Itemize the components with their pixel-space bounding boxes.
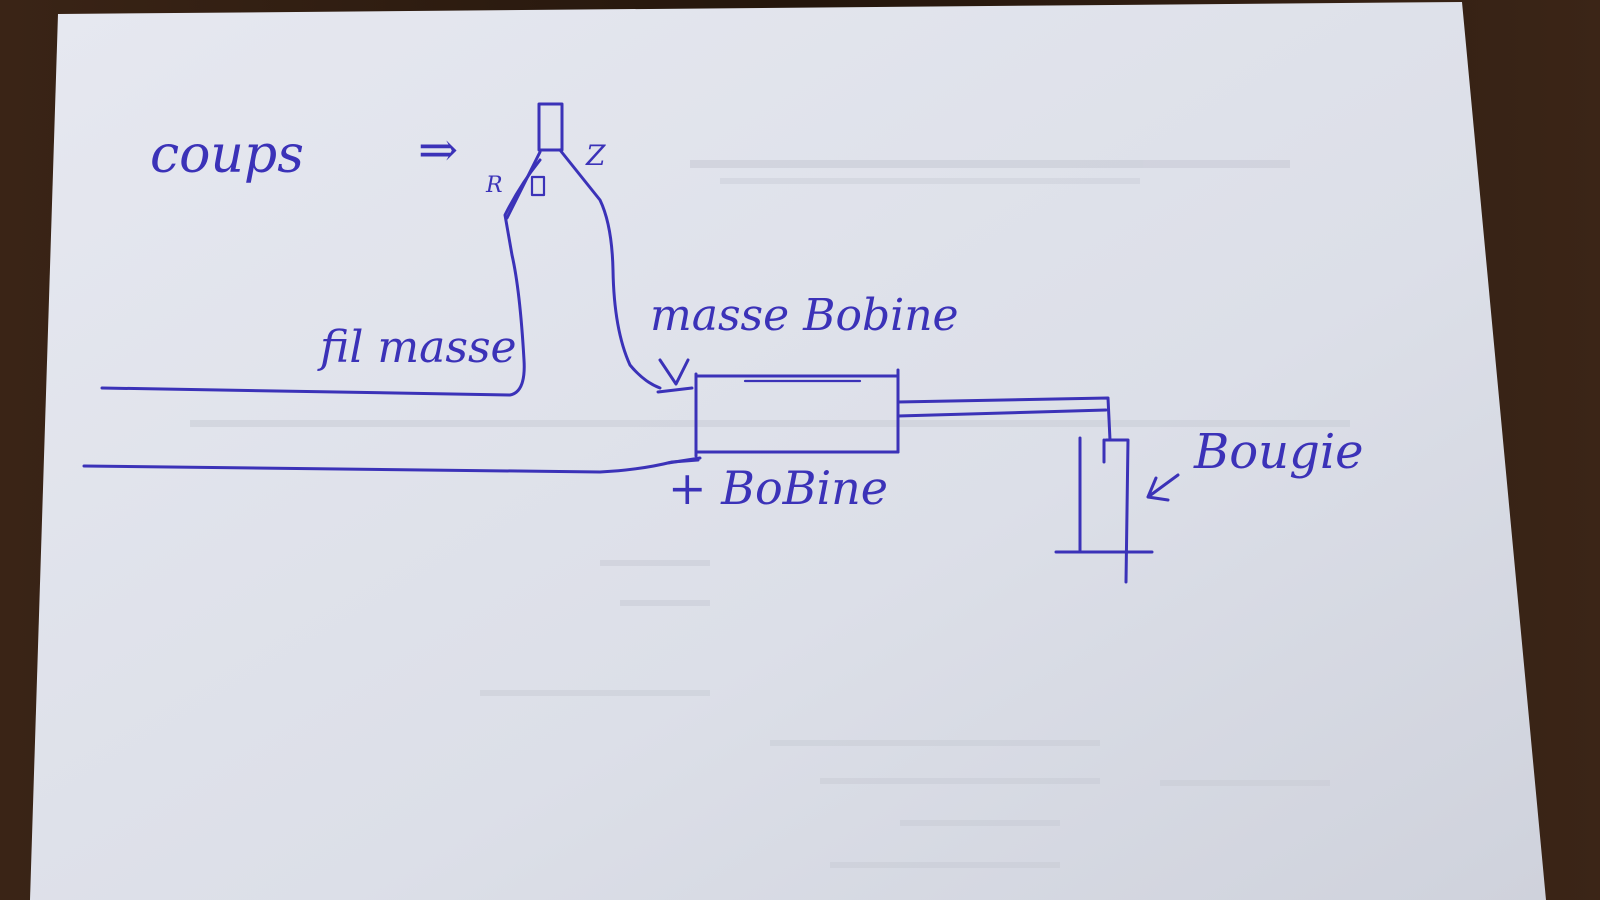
label-coups-arrow: ⇒ — [418, 122, 458, 178]
terminal-switch — [505, 102, 662, 390]
bleed-through-text — [190, 160, 1350, 868]
bougie-arrow — [1146, 473, 1180, 502]
label-fil-masse: fil masse — [317, 322, 517, 373]
terminal-right-edge — [558, 148, 662, 390]
ht-lead-top — [896, 396, 1112, 442]
terminal-cap — [537, 102, 564, 152]
ht-lead-bottom — [896, 408, 1108, 418]
label-terminal-r: R — [485, 173, 503, 198]
plug-right-side — [1104, 438, 1130, 584]
label-terminal-z: Z — [585, 139, 606, 172]
plus-terminal-mark — [666, 456, 702, 465]
ground-wire — [100, 158, 542, 397]
label-bougie: Bougie — [1193, 424, 1364, 480]
spark-plug — [1054, 436, 1154, 584]
terminal-left-edge — [505, 150, 542, 220]
label-plus-bobine: + BoBine — [668, 461, 888, 515]
label-coups: coups — [150, 125, 304, 185]
masse-bobine-arrow — [656, 358, 694, 394]
terminal-window — [530, 175, 546, 197]
ignition-coil — [694, 368, 900, 458]
label-masse-bobine: masse Bobine — [650, 290, 959, 341]
